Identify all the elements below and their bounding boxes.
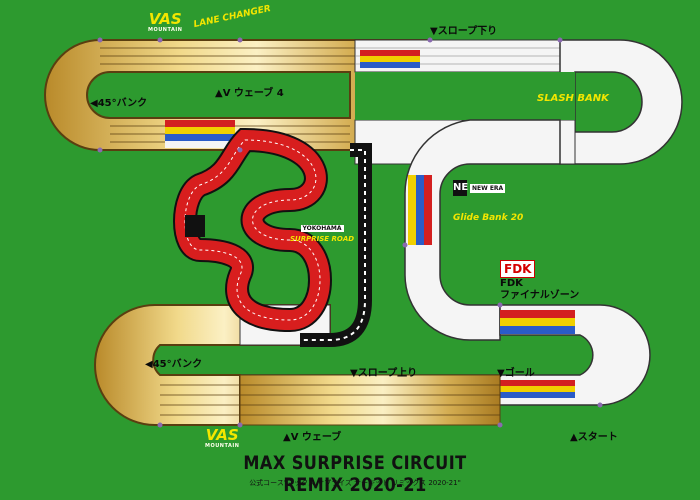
new-era-logo: NE NEW ERA: [453, 180, 506, 196]
fdk-logo: FDK: [500, 260, 536, 278]
joint-markers: [97, 37, 603, 428]
label-start: ▲スタート: [570, 432, 618, 443]
circuit-subtitle: 公式コース"マックス サプライズ サーキット リミックス 2020-21": [249, 479, 461, 487]
yokohama-logo: YOKOHAMA SURPRISE ROAD: [290, 225, 355, 243]
label-45-bank-top: ◀45°バンク: [90, 98, 148, 109]
label-v-wave: ▲V ウェーブ: [283, 432, 342, 443]
label-slope-up: ▼スロープ上り: [350, 368, 418, 379]
track-black-lane: [300, 143, 372, 347]
label-slope-down: ▼スロープ下り: [430, 26, 498, 37]
label-v-wave-4: ▲V ウェーブ 4: [215, 88, 284, 99]
circuit-title: MAX SURPRISE CIRCUIT REMIX 2020-21: [243, 452, 467, 496]
track-upper-left: [44, 39, 431, 151]
track-right-vertical: [404, 119, 561, 341]
lane-colors-top: [165, 50, 420, 148]
label-45-bank-bottom: ◀45°バンク: [145, 359, 203, 370]
label-goal: ▼ゴール: [497, 368, 535, 379]
label-slash-bank: SLASH BANK: [537, 93, 609, 104]
track-surprise-road: [173, 127, 332, 333]
new-era-flag-icon: NE: [453, 180, 468, 196]
label-glide-bank: Glide Bank 20: [453, 213, 524, 223]
